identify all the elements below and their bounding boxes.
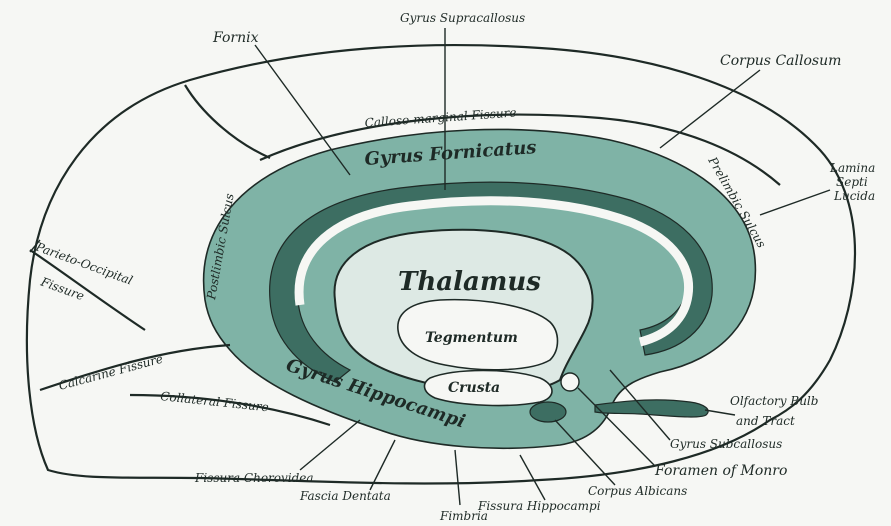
label-olfactory-2: and Tract <box>736 414 795 428</box>
label-lamina-1: Lamina <box>829 161 875 175</box>
label-parieto-occipital-2: Fissure <box>38 274 86 303</box>
olfactory-tract <box>595 400 708 417</box>
label-fissura-choroidea: Fissura Chorovidea <box>194 471 314 485</box>
label-lamina-3: Lucida <box>833 189 875 203</box>
leader-fissura-choroidea <box>300 420 360 470</box>
label-gyrus-supracallosus: Gyrus Supracallosus <box>400 11 525 25</box>
label-gyrus-subcallosus: Gyrus Subcallosus <box>670 437 782 451</box>
label-calloso-marginal-fissure: Calloso-marginal Fissure <box>364 105 517 130</box>
label-collateral-fissure: Collateral Fissure <box>160 389 270 414</box>
label-thalamus: Thalamus <box>398 267 541 297</box>
label-foramen-of-monro: Foramen of Monro <box>654 463 787 479</box>
leader-olfactory <box>705 410 735 415</box>
leader-fissura-hippocampi <box>520 455 545 500</box>
foramen-loop <box>561 373 579 391</box>
sulcus-upper-left <box>185 85 270 158</box>
leader-lamina <box>760 190 830 215</box>
label-corpus-callosum: Corpus Callosum <box>720 53 841 69</box>
corpus-albicans-shape <box>530 402 566 422</box>
leader-fimbria <box>455 450 460 505</box>
label-fascia-dentata: Fascia Dentata <box>299 489 391 503</box>
label-olfactory-1: Olfactory Bulb <box>730 394 818 408</box>
label-calcarine-fissure: Calcarine Fissure <box>57 352 164 393</box>
label-lamina-2: Septi <box>836 175 868 189</box>
label-corpus-albicans: Corpus Albicans <box>588 484 687 498</box>
label-fissura-hippocampi: Fissura Hippocampi <box>477 499 601 513</box>
label-tegmentum: Tegmentum <box>425 330 518 346</box>
label-crusta: Crusta <box>448 380 500 396</box>
label-fornix: Fornix <box>212 30 259 46</box>
